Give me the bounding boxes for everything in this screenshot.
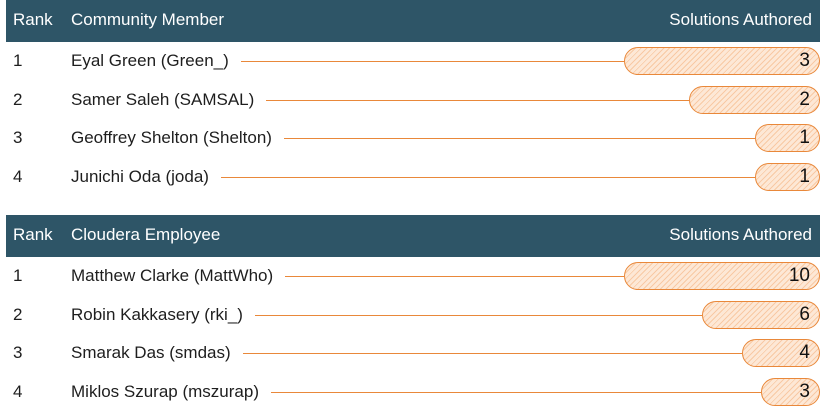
leader-line (255, 314, 702, 316)
rank-cell: 4 (13, 166, 23, 186)
member-name-link[interactable]: Junichi Oda (joda) (71, 166, 209, 186)
leader-line (285, 276, 624, 277)
leader-line (271, 391, 761, 393)
solutions-bar: 3 (761, 377, 820, 406)
rank-cell: 1 (13, 266, 23, 285)
rank-cell: 4 (13, 381, 23, 401)
employee-leaderboard: Rank Cloudera Employee Solutions Authore… (6, 215, 820, 411)
rank-cell: 3 (13, 128, 23, 147)
solutions-bar: 6 (702, 300, 820, 329)
community-header-row: Rank Community Member Solutions Authored (6, 0, 820, 42)
solutions-bar: 10 (624, 262, 820, 290)
employee-header-row: Rank Cloudera Employee Solutions Authore… (6, 215, 820, 257)
leader-line (284, 138, 755, 139)
rank-column-header: Rank (13, 225, 53, 244)
solutions-bar: 1 (755, 162, 820, 191)
member-name-link[interactable]: Robin Kakkasery (rki_) (71, 304, 243, 324)
member-name-link[interactable]: Geoffrey Shelton (Shelton) (71, 128, 272, 147)
table-row: 2 Samer Saleh (SAMSAL) 2 (6, 81, 820, 120)
table-row: 1 Matthew Clarke (MattWho) 10 (6, 257, 820, 296)
table-row: 1 Eyal Green (Green_) 3 (6, 42, 820, 81)
table-row: 3 Geoffrey Shelton (Shelton) 1 (6, 119, 820, 158)
member-name-link[interactable]: Miklos Szurap (mszurap) (71, 381, 259, 401)
rank-cell: 2 (13, 89, 23, 109)
solutions-bar: 4 (742, 339, 820, 367)
solutions-bar: 2 (689, 85, 820, 114)
community-leaderboard: Rank Community Member Solutions Authored… (6, 0, 820, 196)
solutions-bar: 3 (624, 47, 820, 75)
employee-column-header: Cloudera Employee (71, 225, 221, 244)
table-row: 4 Junichi Oda (joda) 1 (6, 158, 820, 197)
rank-cell: 1 (13, 51, 23, 70)
table-row: 2 Robin Kakkasery (rki_) 6 (6, 296, 820, 335)
solutions-column-header: Solutions Authored (669, 10, 812, 29)
member-name-link[interactable]: Smarak Das (smdas) (71, 343, 231, 362)
leader-line (266, 99, 689, 101)
member-name-link[interactable]: Matthew Clarke (MattWho) (71, 266, 274, 285)
member-name-link[interactable]: Eyal Green (Green_) (71, 51, 229, 70)
solutions-bar: 1 (755, 124, 820, 152)
solutions-column-header: Solutions Authored (669, 225, 812, 244)
leader-line (221, 176, 755, 178)
table-row: 4 Miklos Szurap (mszurap) 3 (6, 373, 820, 412)
rank-column-header: Rank (13, 10, 53, 29)
member-name-link[interactable]: Samer Saleh (SAMSAL) (71, 89, 255, 109)
leader-line (241, 61, 624, 62)
table-row: 3 Smarak Das (smdas) 4 (6, 334, 820, 373)
rank-cell: 2 (13, 304, 23, 324)
rank-cell: 3 (13, 343, 23, 362)
member-column-header: Community Member (71, 10, 225, 29)
leader-line (243, 353, 742, 354)
